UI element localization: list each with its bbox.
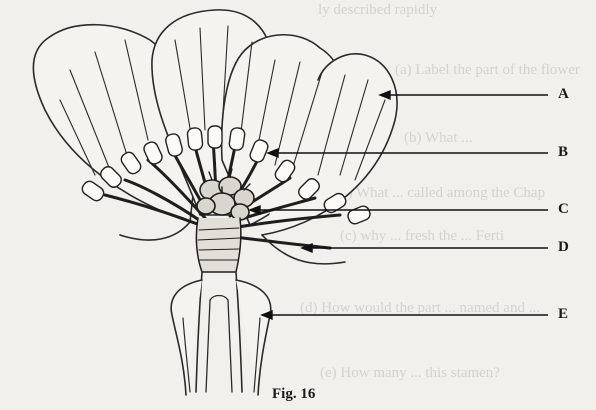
label-c: C (558, 201, 569, 218)
figure-caption: Fig. 16 (272, 386, 315, 403)
receptacle (196, 218, 240, 272)
label-b: B (558, 144, 568, 161)
stalk-center-right (228, 300, 232, 392)
petal-bottom-right (262, 235, 345, 264)
stalk-center-left (206, 300, 210, 392)
label-e: E (558, 306, 568, 323)
petal-bottom-left (120, 222, 190, 240)
label-a: A (558, 86, 569, 103)
stalk-center-tip (210, 296, 228, 301)
label-d: D (558, 239, 569, 256)
